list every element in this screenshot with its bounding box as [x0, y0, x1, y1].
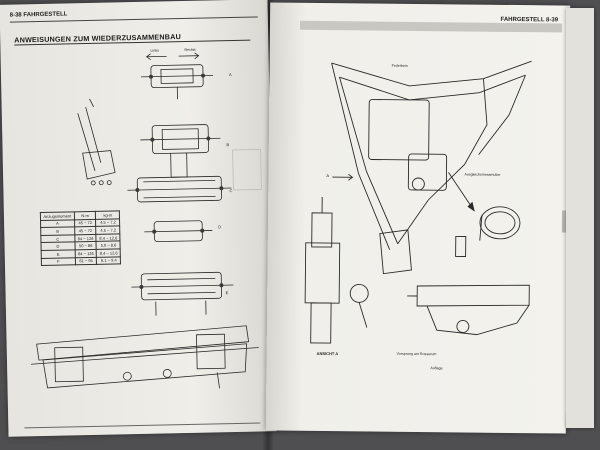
steering-assembly-drawing	[31, 52, 262, 389]
table-cell: 61 ~ 94	[75, 256, 97, 265]
right-page: FAHRGESTELL 8-39 Federbein Ausgleichsmes…	[265, 2, 571, 434]
left-page: 8-38 FAHRGESTELL ANWEISUNGEN ZUM WIEDERZ…	[0, 0, 277, 437]
table-cell: 6,1 ~ 9,4	[96, 256, 121, 265]
table-cell: F	[41, 257, 76, 266]
frame-suspension-drawing	[304, 60, 532, 344]
next-sheet-edge	[566, 8, 594, 428]
